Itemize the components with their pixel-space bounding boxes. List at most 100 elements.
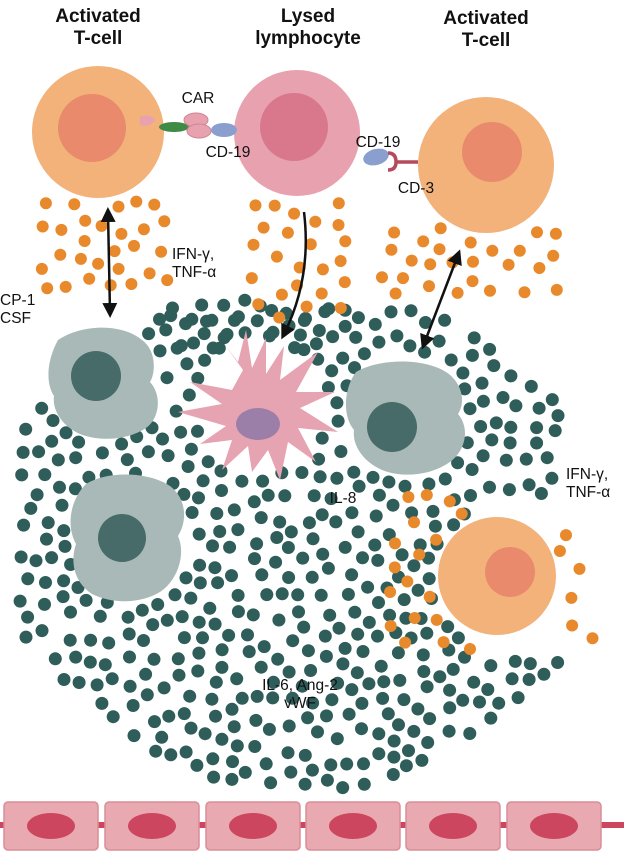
cytokine-dot-teal — [53, 480, 66, 494]
cytokine-dot-teal — [230, 739, 244, 753]
cytokine-dot-teal — [481, 683, 495, 696]
cytokine-dot-teal — [496, 391, 510, 404]
cytokine-dot-teal — [456, 693, 470, 707]
cytokine-dot-teal — [369, 509, 383, 523]
cytokine-dot-teal — [56, 590, 70, 604]
cytokine-dot-teal — [121, 610, 135, 624]
cytokine-dot-teal — [79, 593, 93, 607]
cytokine-dot-teal — [153, 312, 166, 326]
cytokine-dot-teal — [250, 689, 264, 703]
cytokine-dot-teal — [262, 722, 276, 736]
cytokine-dot-teal — [207, 770, 221, 784]
cytokine-dot-teal — [203, 601, 217, 615]
cytokine-dot-orange — [502, 258, 515, 271]
cytokine-dot-teal — [24, 501, 38, 515]
cytokine-dot-teal — [432, 334, 446, 348]
cytokine-dot-orange — [143, 267, 156, 280]
cytokine-dot-teal — [348, 361, 361, 375]
cd19-antigen-right — [363, 148, 389, 166]
cytokine-dot-teal — [208, 561, 222, 575]
cytokine-dot-teal — [223, 540, 237, 554]
cytokine-dot-teal — [93, 609, 107, 623]
cytokine-dot-teal — [82, 470, 96, 484]
cytokine-dot-teal — [467, 675, 481, 689]
cd19-antigen-left — [211, 123, 237, 137]
cytokine-dot-orange — [39, 197, 52, 210]
cytokine-dot-teal — [151, 598, 165, 611]
cytokine-dot-teal — [492, 696, 506, 710]
cytokine-dot-teal — [345, 506, 359, 520]
cytokine-dot-teal — [465, 463, 479, 476]
cytokine-dot-teal — [269, 555, 283, 569]
cytokine-dot-teal — [255, 568, 269, 582]
cytokine-dot-teal — [38, 468, 52, 482]
label-cd3: CD-3 — [397, 180, 435, 197]
cytokine-dot-teal — [191, 371, 205, 385]
cytokine-dot-teal — [551, 409, 565, 423]
cytokine-dot-teal — [172, 668, 186, 682]
cytokine-dot-teal — [509, 399, 523, 413]
cytokine-dot-teal — [181, 460, 195, 473]
cytokine-dot-teal — [271, 652, 285, 666]
cytokine-dot-teal — [254, 660, 268, 674]
cytokine-dot-orange — [464, 643, 476, 655]
cytokine-dot-teal — [395, 548, 409, 562]
cytokine-dot-teal — [476, 449, 490, 463]
cytokine-dot-teal — [291, 588, 305, 602]
cytokine-dot-teal — [64, 605, 77, 619]
cytokine-dot-teal — [330, 396, 344, 410]
cytokine-dot-teal — [57, 574, 71, 588]
cytokine-dot-orange — [309, 215, 322, 228]
cytokine-dot-teal — [519, 452, 533, 466]
cytokine-dot-teal — [105, 672, 119, 686]
cytokine-dot-orange — [455, 507, 468, 520]
cd3-receptor — [387, 151, 418, 172]
cytokine-dot-teal — [45, 434, 59, 448]
cytokine-dot-teal — [351, 627, 365, 641]
cytokine-dot-teal — [212, 341, 226, 355]
cytokine-dot-teal — [46, 414, 60, 427]
cytokine-dot-orange — [550, 283, 563, 296]
cytokine-dot-teal — [464, 489, 477, 502]
cytokine-dot-orange — [35, 262, 48, 275]
cytokine-dot-teal — [420, 626, 434, 640]
cytokine-dot-teal — [225, 772, 239, 786]
cytokine-dot-teal — [372, 488, 386, 502]
cytokine-dot-teal — [361, 580, 375, 594]
cytokine-dot-teal — [17, 518, 31, 532]
cytokine-dot-orange — [385, 243, 398, 256]
cytokine-dot-teal — [345, 568, 359, 582]
cytokine-dot-teal — [523, 657, 537, 671]
cytokine-dot-teal — [197, 327, 211, 341]
cytokine-dot-teal — [201, 455, 215, 469]
cytokine-dot-teal — [390, 329, 404, 343]
cytokine-dot-orange — [68, 198, 81, 211]
cytokine-dot-orange — [408, 612, 421, 624]
cytokine-dot-orange — [268, 199, 281, 212]
cytokine-dot-orange — [83, 272, 96, 285]
cytokine-dot-teal — [123, 650, 136, 664]
cytokine-dot-teal — [320, 709, 333, 723]
cytokine-dot-teal — [51, 453, 65, 467]
cytokine-dot-teal — [540, 451, 554, 465]
cytokine-dot-orange — [252, 298, 265, 311]
cytokine-dot-teal — [177, 707, 191, 721]
cytokine-dot-orange — [247, 238, 260, 251]
cytokine-dot-teal — [284, 525, 298, 539]
cytokine-dot-orange — [55, 223, 68, 236]
cytokine-dot-teal — [71, 581, 85, 594]
cytokine-dot-orange — [36, 220, 49, 233]
dendritic-cell — [178, 330, 338, 480]
cytokine-dot-teal — [421, 736, 435, 749]
cytokine-dot-teal — [157, 681, 171, 695]
cytokine-dot-teal — [15, 468, 29, 482]
cytokine-dot-teal — [14, 550, 28, 564]
cytokine-dot-teal — [21, 572, 35, 586]
cytokine-dot-teal — [146, 618, 160, 632]
cytokine-dot-teal — [272, 613, 286, 627]
cytokine-dot-teal — [320, 773, 334, 787]
cytokine-dot-teal — [230, 672, 244, 686]
cytokine-dot-teal — [193, 558, 207, 572]
cytokine-dot-teal — [205, 313, 219, 327]
cytokine-dot-orange — [316, 263, 329, 276]
